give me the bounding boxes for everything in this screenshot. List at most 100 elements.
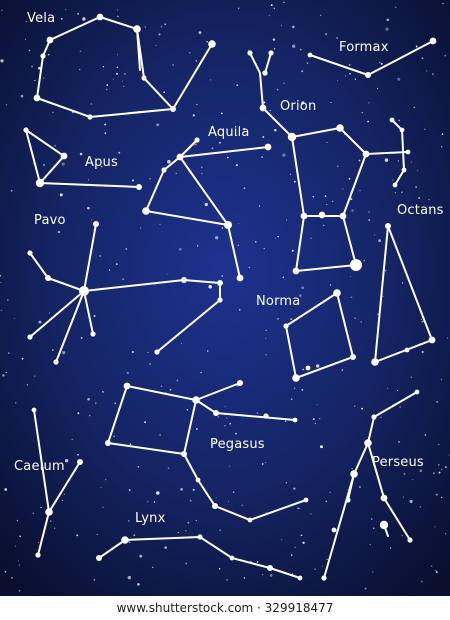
background-star xyxy=(34,79,36,82)
background-star xyxy=(371,518,373,520)
background-star xyxy=(438,443,440,446)
background-star xyxy=(354,405,356,408)
background-star xyxy=(54,144,57,147)
background-star xyxy=(4,570,7,573)
background-star xyxy=(164,546,168,549)
watermark: www.shutterstock.com · 329918477 xyxy=(0,596,450,620)
background-star xyxy=(65,9,67,11)
background-star xyxy=(396,389,399,392)
background-star xyxy=(440,496,443,499)
background-star xyxy=(221,275,224,277)
background-star xyxy=(172,64,174,66)
background-star xyxy=(42,163,46,167)
background-star xyxy=(319,14,322,17)
apus-stars xyxy=(23,127,142,190)
background-star xyxy=(124,73,126,75)
background-star xyxy=(372,527,375,530)
background-star xyxy=(93,578,96,581)
background-star xyxy=(361,112,363,114)
background-star xyxy=(186,408,189,411)
background-star xyxy=(47,53,50,56)
background-star xyxy=(177,532,179,534)
background-star xyxy=(156,491,160,495)
background-star xyxy=(346,489,348,491)
background-star xyxy=(332,200,334,202)
background-star xyxy=(385,27,389,31)
background-star xyxy=(343,133,345,135)
background-star xyxy=(374,47,377,50)
background-star xyxy=(394,6,397,9)
background-star xyxy=(212,124,214,126)
background-star xyxy=(389,547,392,549)
background-star xyxy=(435,493,438,496)
background-star xyxy=(192,114,195,117)
background-star xyxy=(243,577,246,579)
background-star xyxy=(236,134,238,137)
background-star xyxy=(409,499,413,503)
background-star xyxy=(435,569,437,571)
background-star xyxy=(139,227,142,229)
background-star xyxy=(18,589,21,592)
background-star xyxy=(28,49,31,52)
background-star xyxy=(438,471,441,474)
background-star xyxy=(325,33,328,36)
background-star xyxy=(227,156,229,159)
background-star xyxy=(348,177,351,180)
background-star xyxy=(378,239,381,242)
background-star xyxy=(221,227,224,229)
background-star xyxy=(348,63,351,66)
background-star xyxy=(1,9,3,11)
background-star xyxy=(386,18,390,22)
background-star xyxy=(445,533,447,535)
background-star xyxy=(40,506,42,509)
background-star xyxy=(387,387,389,389)
background-star xyxy=(218,141,221,144)
background-star xyxy=(273,7,276,10)
background-star xyxy=(291,573,294,575)
background-star xyxy=(323,224,325,227)
background-star xyxy=(77,412,80,415)
background-star xyxy=(127,575,132,580)
background-star xyxy=(43,77,45,79)
background-star xyxy=(265,354,267,356)
background-star xyxy=(87,179,90,181)
background-star xyxy=(350,275,352,277)
background-star xyxy=(421,580,423,583)
background-star xyxy=(403,473,406,475)
background-star xyxy=(379,61,381,64)
background-star xyxy=(434,526,436,528)
background-star xyxy=(372,571,374,573)
background-star xyxy=(62,351,66,355)
background-star xyxy=(128,489,131,492)
background-star xyxy=(137,583,140,586)
background-star xyxy=(96,533,98,535)
background-star xyxy=(129,443,132,445)
label-formax: Formax xyxy=(339,40,389,55)
background-star xyxy=(237,244,240,247)
background-star xyxy=(274,128,277,132)
caelum-stars xyxy=(31,407,83,558)
label-aquila: Aquila xyxy=(208,125,250,140)
background-star xyxy=(359,189,361,192)
background-star xyxy=(48,312,51,314)
background-star xyxy=(217,416,219,418)
background-star xyxy=(106,84,109,87)
background-star xyxy=(14,545,17,547)
background-star xyxy=(11,577,13,579)
background-star xyxy=(195,60,197,62)
background-star xyxy=(277,235,279,238)
background-star xyxy=(176,379,179,382)
background-star xyxy=(300,534,303,537)
background-star xyxy=(20,94,24,98)
background-star xyxy=(269,109,271,112)
label-apus: Apus xyxy=(85,155,118,170)
background-star xyxy=(6,298,9,301)
background-star xyxy=(0,309,2,312)
background-star xyxy=(360,321,362,323)
background-star xyxy=(82,17,86,21)
background-star xyxy=(351,209,354,212)
background-star xyxy=(226,579,228,581)
pegasus-stars xyxy=(105,380,309,523)
background-star xyxy=(116,72,118,75)
background-star xyxy=(0,282,2,284)
